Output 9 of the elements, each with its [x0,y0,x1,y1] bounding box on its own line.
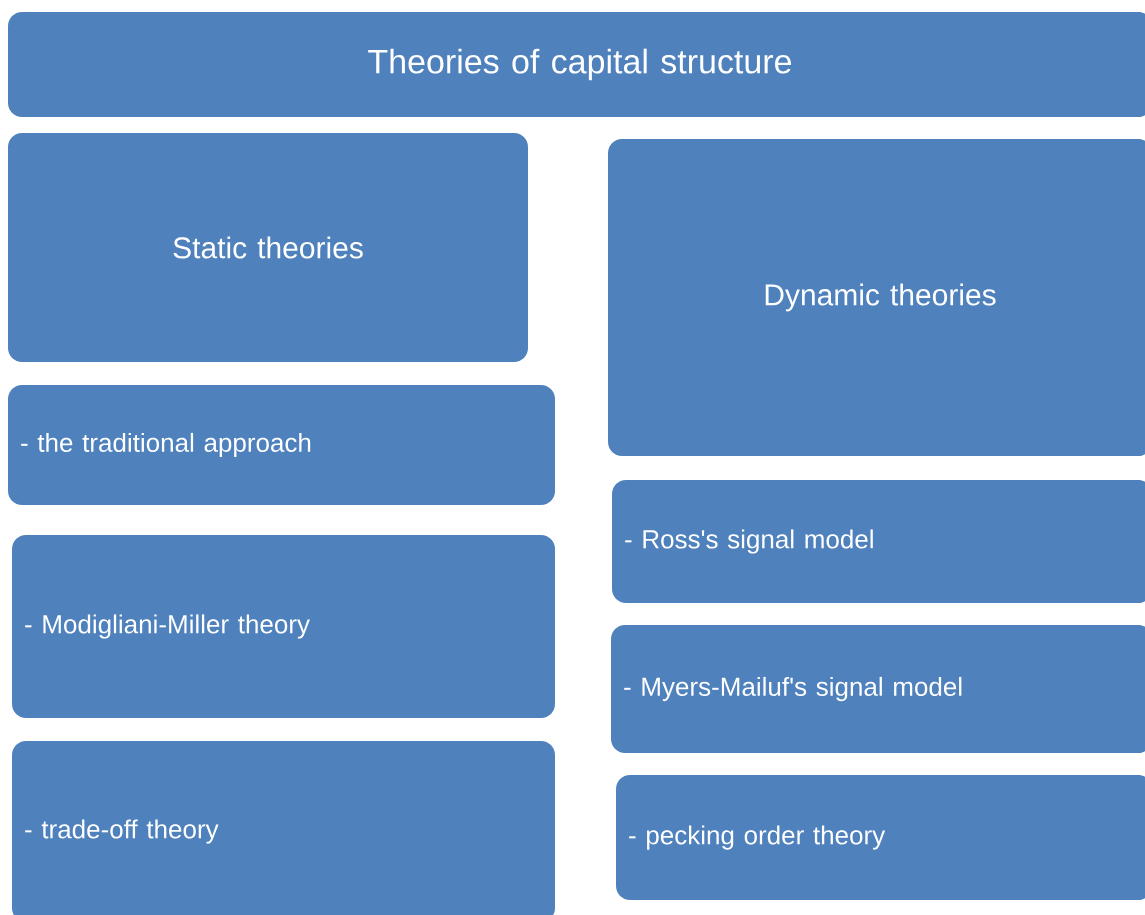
theory-box: - Modigliani-Miller theory [12,535,555,718]
theory-box: - pecking order theory [616,775,1145,900]
theory-box: - trade-off theory [12,741,555,915]
category-box: Static theories [8,133,528,362]
theory-box: - Ross's signal model [612,480,1145,603]
category-box: Dynamic theories [608,139,1145,456]
title-box: Theories of capital structure [8,12,1145,117]
theory-box: - Myers-Mailuf's signal model [611,625,1145,753]
theory-box: - the traditional approach [8,385,555,505]
